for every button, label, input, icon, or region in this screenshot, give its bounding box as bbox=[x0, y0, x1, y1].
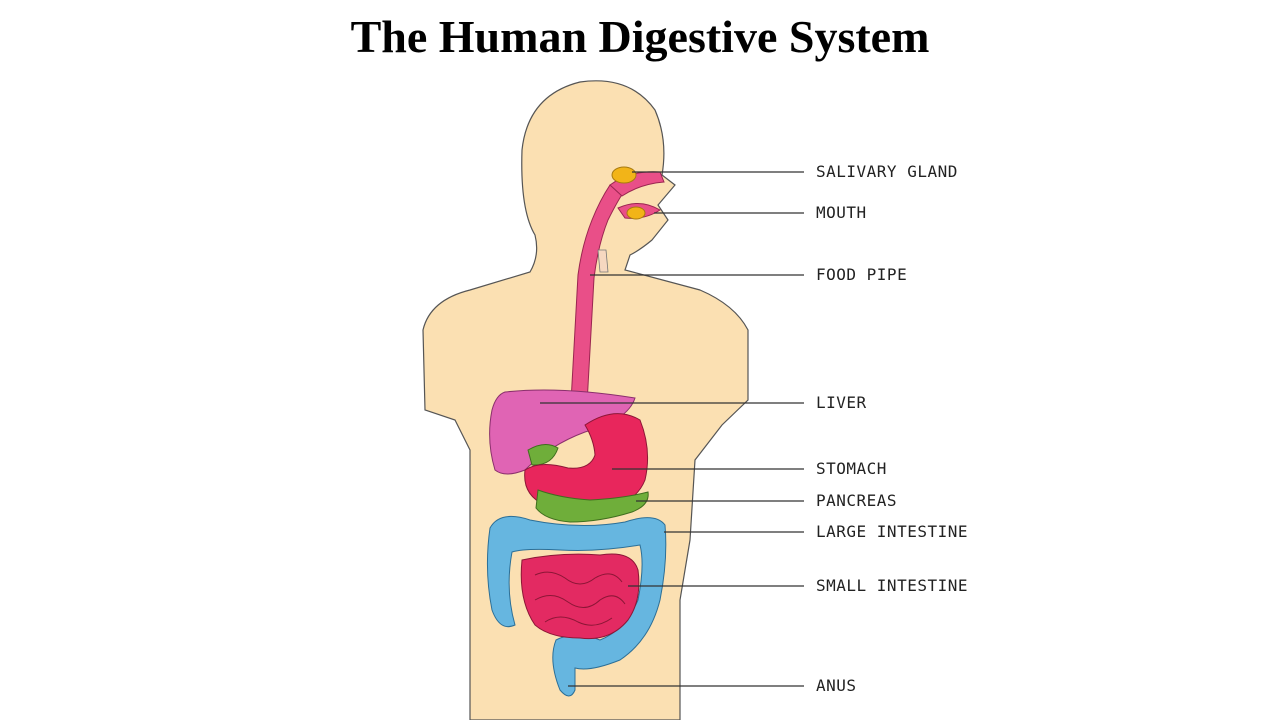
label-small-intestine: SMALL INTESTINE bbox=[816, 576, 968, 595]
leader-lines bbox=[540, 171, 804, 687]
page-title: The Human Digestive System bbox=[350, 11, 930, 62]
pancreas bbox=[535, 489, 649, 523]
label-pancreas: PANCREAS bbox=[816, 491, 897, 510]
large-intestine bbox=[486, 515, 667, 697]
label-salivary-gland: SALIVARY GLAND bbox=[816, 162, 958, 181]
small-intestine-folds bbox=[534, 571, 626, 626]
trachea bbox=[597, 249, 609, 273]
label-mouth: MOUTH bbox=[816, 203, 867, 222]
label-liver: LIVER bbox=[816, 393, 867, 412]
salivary-gland-upper bbox=[611, 166, 637, 184]
label-large-intestine: LARGE INTESTINE bbox=[816, 522, 968, 541]
label-food-pipe: FOOD PIPE bbox=[816, 265, 907, 284]
label-anus: ANUS bbox=[816, 676, 857, 695]
salivary-gland-lower bbox=[626, 206, 646, 220]
small-intestine bbox=[520, 553, 640, 640]
label-stomach: STOMACH bbox=[816, 459, 887, 478]
